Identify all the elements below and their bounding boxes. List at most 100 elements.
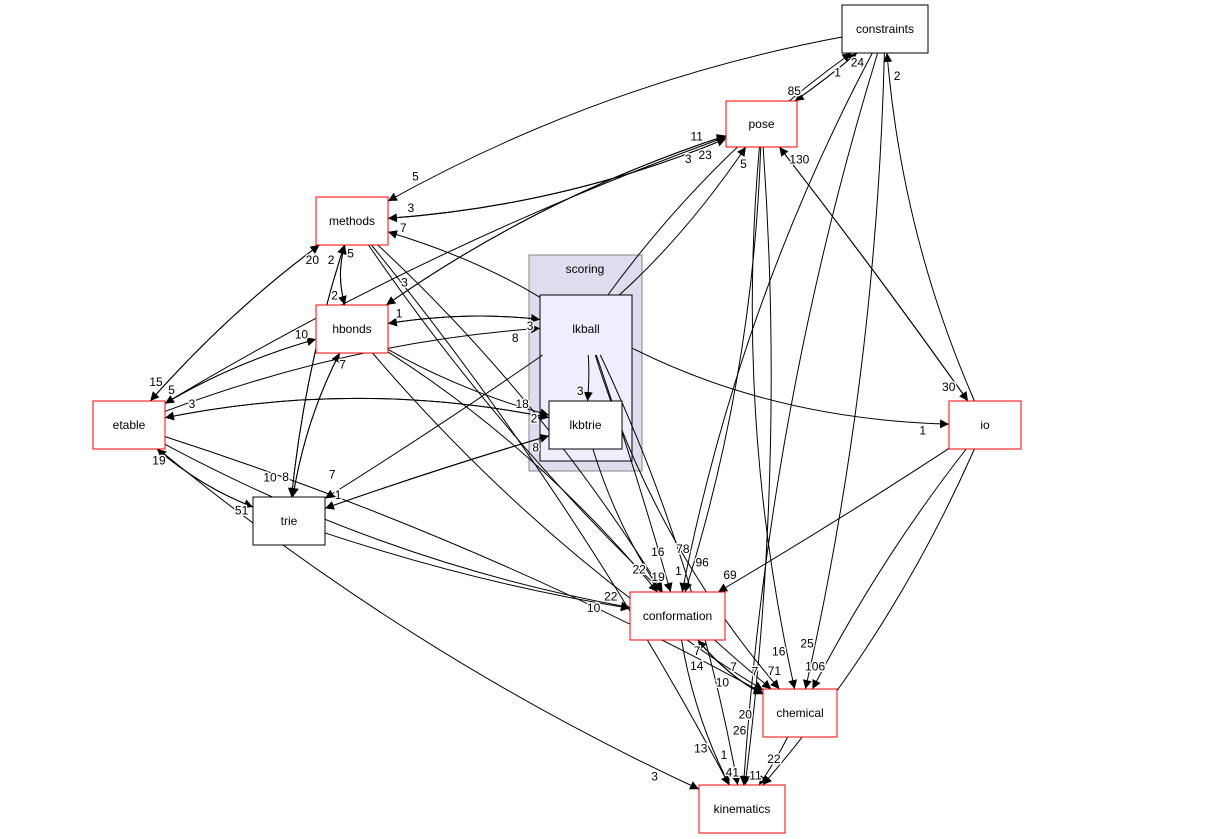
edge-lkball-to-io[interactable] bbox=[631, 347, 950, 429]
edge-io-to-constraints[interactable] bbox=[883, 52, 975, 402]
edge-label-hbonds-to-lkbtrie[interactable]: 2 bbox=[529, 410, 539, 427]
edge-label-methods-to-chemical[interactable]: 7 bbox=[729, 658, 739, 675]
edge-lkbtrie-to-trie[interactable] bbox=[324, 435, 550, 510]
edge-label-constraints-to-conformation[interactable]: 78 bbox=[675, 541, 692, 558]
edge-lkball-to-trie[interactable] bbox=[324, 354, 543, 499]
edge-etable-to-chemical[interactable] bbox=[164, 436, 764, 694]
edge-label-io-to-chemical[interactable]: 106 bbox=[804, 658, 827, 675]
edge-label-conformation-to-kinematics[interactable]: 41 bbox=[724, 764, 741, 781]
node-etable[interactable]: etable bbox=[92, 400, 166, 450]
edge-label-pose-to-constraints[interactable]: 24 bbox=[849, 54, 866, 71]
edge-trie-to-conformation[interactable] bbox=[324, 532, 631, 612]
edge-hbonds-to-conformation[interactable] bbox=[387, 351, 658, 593]
edge-etable-to-conformation[interactable] bbox=[164, 443, 631, 611]
edge-label-trie-to-conformation[interactable]: 22 bbox=[603, 588, 620, 605]
edge-chemical-to-kinematics[interactable] bbox=[758, 736, 789, 786]
edge-label-io-to-pose[interactable]: 130 bbox=[788, 151, 811, 168]
edge-pose-to-kinematics[interactable] bbox=[741, 146, 772, 786]
edge-etable-to-hbonds[interactable] bbox=[164, 337, 317, 404]
edge-lkbtrie-to-conformation[interactable] bbox=[592, 448, 662, 593]
edge-label-hbonds-to-lkball[interactable]: 3 bbox=[525, 317, 535, 334]
edge-lkball-to-conformation[interactable] bbox=[595, 354, 673, 593]
edge-io-to-kinematics[interactable] bbox=[762, 448, 975, 786]
edge-label-lkball-to-trie[interactable]: 7 bbox=[327, 466, 337, 483]
edge-label-constraints-to-kinematics[interactable]: 26 bbox=[731, 722, 748, 739]
edge-pose-to-conformation[interactable] bbox=[683, 146, 762, 593]
edge-trie-to-hbonds[interactable] bbox=[292, 352, 341, 498]
edge-etable-to-lkbtrie[interactable] bbox=[164, 397, 550, 421]
edge-label-trie-to-methods[interactable]: 2 bbox=[326, 252, 336, 269]
edge-label-methods-to-hbonds[interactable]: 2 bbox=[330, 287, 340, 304]
edge-constraints-to-methods[interactable] bbox=[387, 36, 843, 202]
edge-label-methods-to-etable[interactable]: 15 bbox=[148, 374, 165, 391]
edge-label-etable-to-lkbtrie[interactable]: 18 bbox=[514, 396, 531, 413]
edge-label-etable-to-conformation[interactable]: 10 bbox=[585, 600, 602, 617]
edge-label-methods-to-pose[interactable]: 23 bbox=[697, 147, 714, 164]
edge-label-lkball-to-methods[interactable]: 7 bbox=[399, 219, 409, 236]
node-chemical[interactable]: chemical bbox=[762, 688, 838, 738]
edge-label-etable-to-hbonds[interactable]: 10 bbox=[293, 326, 310, 343]
edge-label-pose-to-chemical[interactable]: 16 bbox=[771, 643, 788, 660]
edge-lkball-to-pose[interactable] bbox=[618, 146, 747, 296]
node-kinematics[interactable]: kinematics bbox=[698, 784, 786, 834]
edge-etable-to-methods[interactable] bbox=[149, 244, 320, 402]
edge-chemical-to-conformation[interactable] bbox=[697, 639, 764, 695]
edge-label-lkball-to-hbonds[interactable]: 1 bbox=[394, 305, 404, 322]
edge-label-lkball-to-constraints[interactable]: 1 bbox=[833, 64, 843, 81]
edge-label-io-to-kinematics[interactable]: 22 bbox=[766, 751, 783, 768]
edge-methods-to-etable[interactable] bbox=[149, 244, 320, 402]
edge-label-lkbtrie-to-trie[interactable]: 1 bbox=[333, 486, 343, 503]
edge-etable-to-pose[interactable] bbox=[164, 135, 727, 404]
edge-methods-to-trie[interactable] bbox=[287, 244, 345, 498]
edge-label-methods-to-conformation[interactable]: 22 bbox=[631, 561, 648, 578]
edge-etable-to-kinematics[interactable] bbox=[157, 448, 700, 790]
edge-lkball-to-methods[interactable] bbox=[387, 230, 541, 298]
node-lkbtrie[interactable]: lkbtrie bbox=[548, 400, 623, 450]
edge-label-lkball-to-kinematics[interactable]: 1 bbox=[719, 747, 729, 764]
edge-pose-to-io[interactable] bbox=[778, 146, 969, 402]
edge-label-lkball-to-lkbtrie[interactable]: 3 bbox=[575, 382, 585, 399]
edge-label-hbonds-to-trie[interactable]: 10 bbox=[262, 469, 279, 486]
edge-pose-to-methods[interactable] bbox=[387, 138, 727, 223]
edge-label-lkball-to-conformation[interactable]: 19 bbox=[650, 568, 667, 585]
edge-methods-to-conformation[interactable] bbox=[377, 244, 663, 593]
edge-etable-to-lkball[interactable] bbox=[164, 324, 541, 412]
edge-label-hbonds-to-methods[interactable]: 5 bbox=[346, 245, 356, 262]
edge-label-hbonds-to-conformation[interactable]: 16 bbox=[650, 543, 667, 560]
edge-label-hbonds-to-pose[interactable]: 11 bbox=[689, 128, 705, 145]
edge-hbonds-to-lkball[interactable] bbox=[387, 313, 541, 324]
edge-hbonds-to-chemical[interactable] bbox=[372, 352, 764, 691]
edge-pose-to-constraints[interactable] bbox=[794, 52, 858, 102]
edge-hbonds-to-lkbtrie[interactable] bbox=[387, 348, 550, 418]
edge-constraints-to-kinematics[interactable] bbox=[739, 52, 879, 786]
edge-hbonds-to-etable[interactable] bbox=[164, 338, 317, 404]
edge-methods-to-kinematics[interactable] bbox=[371, 244, 730, 786]
edge-label-lkball-to-chemical[interactable]: 7 bbox=[750, 663, 760, 680]
edge-label-etable-to-lkball[interactable]: 8 bbox=[510, 329, 520, 346]
edge-io-to-conformation[interactable] bbox=[717, 448, 950, 593]
edge-label-methods-to-kinematics[interactable]: 13 bbox=[693, 740, 710, 757]
edge-label-lkbtrie-to-conformation[interactable]: 1 bbox=[674, 563, 684, 580]
edge-label-pose-to-conformation[interactable]: 96 bbox=[694, 554, 711, 571]
edge-label-lkball-to-pose[interactable]: 5 bbox=[739, 155, 749, 172]
edge-label-constraints-to-methods[interactable]: 5 bbox=[411, 168, 421, 185]
edge-label-pose-to-io[interactable]: 30 bbox=[941, 379, 958, 396]
node-pose[interactable]: pose bbox=[725, 100, 798, 148]
edge-io-to-chemical[interactable] bbox=[811, 448, 967, 690]
edge-label-etable-to-pose[interactable]: 3 bbox=[683, 150, 693, 167]
edge-label-etable-to-trie[interactable]: 51 bbox=[233, 502, 250, 519]
edge-label-trie-to-etable[interactable]: 19 bbox=[151, 452, 168, 469]
edge-label-trie-to-lkbtrie[interactable]: 8 bbox=[531, 439, 541, 456]
edge-io-to-pose[interactable] bbox=[778, 146, 969, 402]
edge-constraints-to-conformation[interactable] bbox=[679, 52, 873, 593]
edge-label-chemical-to-conformation[interactable]: 7 bbox=[692, 642, 702, 659]
edge-label-lkbtrie-to-etable[interactable]: 3 bbox=[187, 396, 197, 413]
edge-label-methods-to-trie[interactable]: 8 bbox=[281, 468, 291, 485]
edge-label-etable-to-chemical[interactable]: 14 bbox=[689, 658, 706, 675]
edge-label-pose-to-methods[interactable]: 3 bbox=[406, 200, 416, 217]
edge-label-conformation-to-chemical[interactable]: 71 bbox=[766, 662, 783, 679]
node-io[interactable]: io bbox=[948, 400, 1022, 450]
node-lkball[interactable]: lkball bbox=[572, 322, 599, 336]
edge-etable-to-trie[interactable] bbox=[156, 448, 254, 508]
edge-methods-to-pose[interactable] bbox=[387, 137, 727, 219]
